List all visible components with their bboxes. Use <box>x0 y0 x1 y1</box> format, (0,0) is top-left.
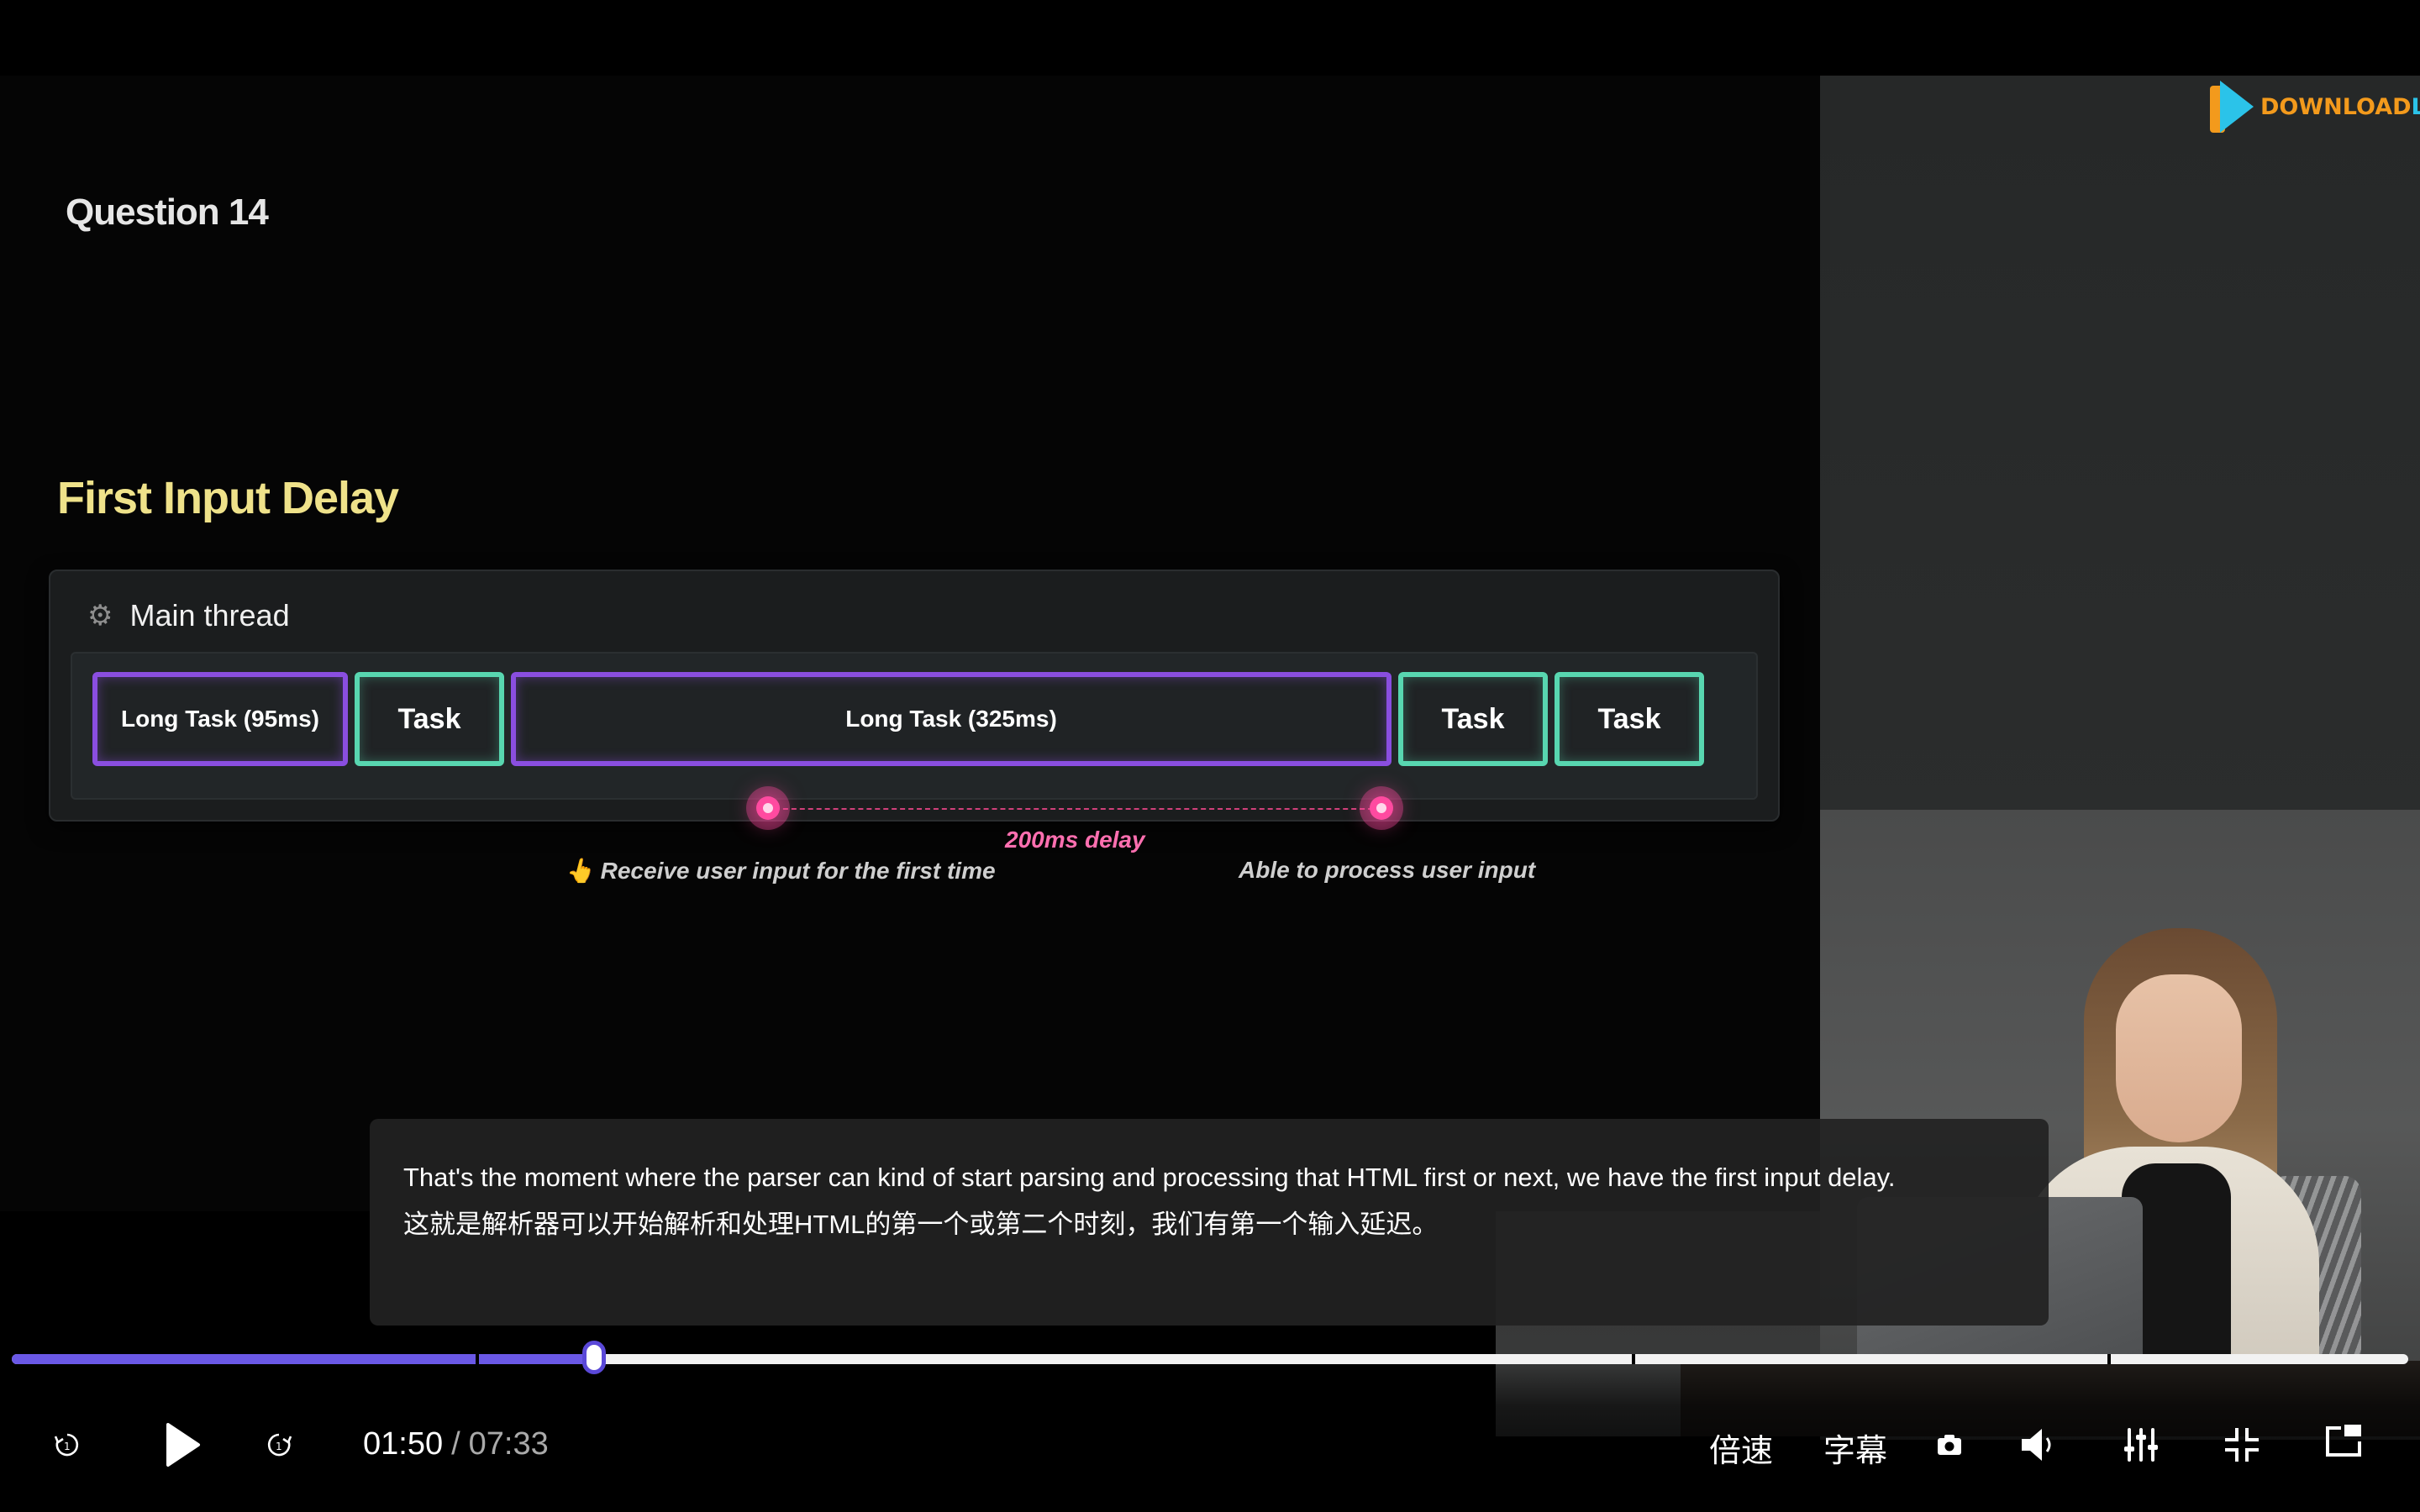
task-track: Long Task (95ms) Task Long Task (325ms) … <box>71 652 1758 800</box>
watermark-logo-icon <box>2210 81 2255 133</box>
progress-played <box>12 1354 595 1364</box>
play-icon[interactable] <box>156 1420 207 1470</box>
chapter-marker <box>476 1354 479 1364</box>
task-short-1: Task <box>355 672 504 766</box>
time-display: 01:50/07:33 <box>363 1426 549 1462</box>
subtitle-box: That's the moment where the parser can k… <box>370 1119 2049 1326</box>
subtitle-chinese: 这就是解析器可以开始解析和处理HTML的第一个或第二个时刻，我们有第一个输入延迟… <box>403 1210 1439 1239</box>
delay-line <box>766 808 1381 810</box>
forward-icon[interactable]: 1 <box>262 1428 296 1462</box>
annotation-receive-input: 👆 Receive user input for the first time <box>565 858 996 884</box>
delay-label: 200ms delay <box>1005 827 1145 853</box>
controls-background <box>0 1361 2420 1512</box>
task-short-3: Task <box>1555 672 1704 766</box>
input-processed-dot <box>1370 796 1393 820</box>
slide-title: First Input Delay <box>57 473 399 523</box>
svg-text:1: 1 <box>276 1441 282 1452</box>
chapter-marker <box>2107 1354 2111 1364</box>
duration: 07:33 <box>468 1426 549 1462</box>
progress-bar[interactable] <box>12 1354 2408 1364</box>
panel-header: ⚙ Main thread <box>87 598 290 633</box>
panel-title: Main thread <box>129 598 290 633</box>
watermark-logo: DOWNLOADLY.IR <box>2210 77 2420 136</box>
gear-icon: ⚙ <box>87 600 113 632</box>
main-thread-panel: ⚙ Main thread Long Task (95ms) Task Long… <box>49 570 1780 822</box>
chapter-marker <box>1632 1354 1635 1364</box>
slide-question-number: Question 14 <box>66 192 269 233</box>
input-received-dot <box>756 796 780 820</box>
speed-button[interactable]: 倍速 <box>1709 1434 1774 1469</box>
annotation-process-input: Able to process user input <box>1239 857 1536 883</box>
exit-fullscreen-icon[interactable] <box>2222 1425 2262 1465</box>
subtitle-button[interactable]: 字幕 <box>1823 1434 1888 1469</box>
equalizer-icon[interactable] <box>2121 1425 2161 1465</box>
presenter-face <box>2116 974 2242 1142</box>
picture-in-picture-icon[interactable] <box>2321 1420 2365 1463</box>
progress-scrubber[interactable] <box>582 1341 607 1374</box>
top-black-bar <box>0 0 2420 76</box>
rewind-icon[interactable]: 1 <box>50 1428 84 1462</box>
svg-text:1: 1 <box>64 1441 71 1452</box>
task-long-325: Long Task (325ms) <box>511 672 1392 766</box>
current-time: 01:50 <box>363 1426 444 1462</box>
task-short-2: Task <box>1398 672 1548 766</box>
volume-icon[interactable] <box>2017 1425 2060 1465</box>
screenshot-icon[interactable] <box>1933 1430 1966 1460</box>
watermark-text: DOWNLOADLY.IR <box>2260 93 2420 120</box>
time-separator: / <box>451 1426 460 1462</box>
task-long-95: Long Task (95ms) <box>92 672 348 766</box>
subtitle-english: That's the moment where the parser can k… <box>403 1163 1896 1192</box>
